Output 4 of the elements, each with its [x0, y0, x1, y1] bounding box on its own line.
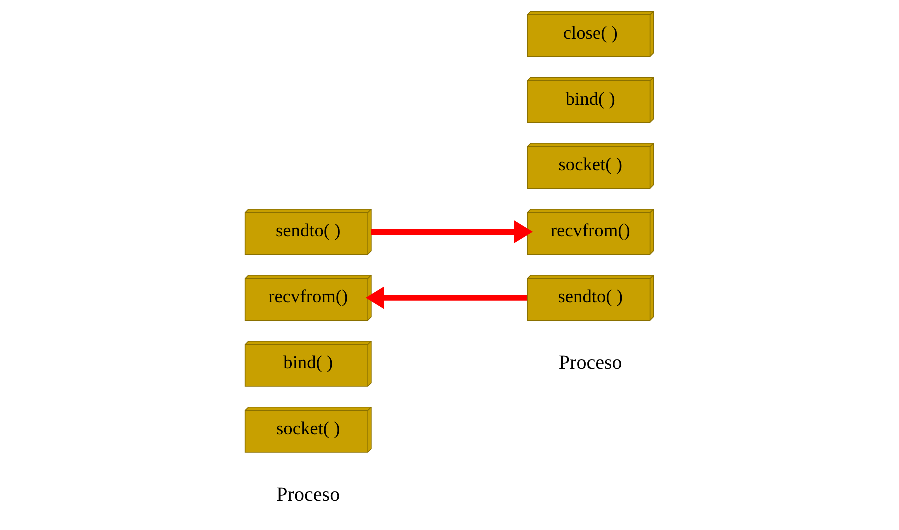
arrow — [371, 220, 534, 244]
label: Proceso — [276, 484, 340, 506]
label: Proceso — [558, 352, 622, 374]
arrow — [366, 286, 528, 310]
